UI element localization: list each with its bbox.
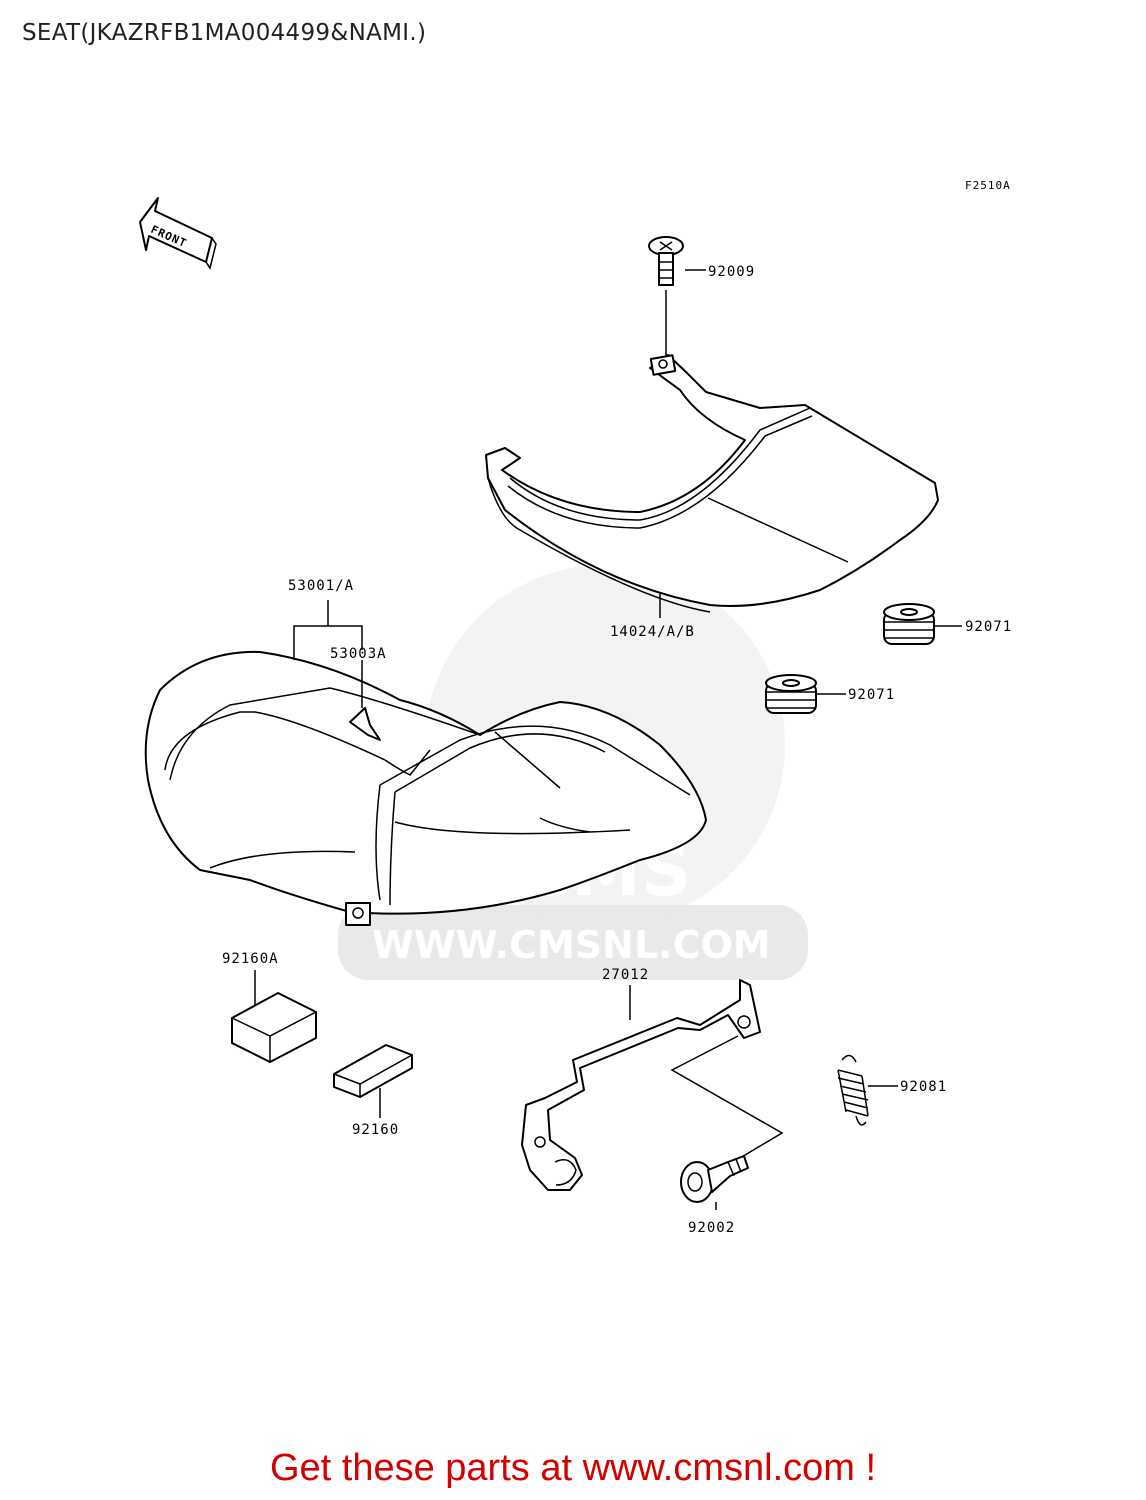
part-label-92160: 92160 bbox=[352, 1122, 399, 1138]
rear-cover-14024 bbox=[485, 354, 939, 618]
spring-92081 bbox=[837, 1054, 898, 1126]
part-label-92081: 92081 bbox=[900, 1079, 947, 1095]
part-label-92002: 92002 bbox=[688, 1220, 735, 1236]
damper-92071-a bbox=[883, 603, 962, 645]
part-label-92009: 92009 bbox=[708, 264, 755, 280]
pad-92160A bbox=[231, 970, 317, 1063]
part-label-92071-b: 92071 bbox=[848, 687, 895, 703]
part-label-14024: 14024/A/B bbox=[610, 624, 695, 640]
screw-92002 bbox=[680, 1155, 749, 1210]
footer-link[interactable]: Get these parts at www.cmsnl.com ! bbox=[269, 1447, 877, 1489]
part-label-92071-a: 92071 bbox=[965, 619, 1012, 635]
lock-bracket-27012 bbox=[521, 979, 784, 1191]
part-label-53001: 53001/A bbox=[288, 578, 354, 594]
page-title: SEAT(JKAZRFB1MA004499&NAMI.) bbox=[22, 20, 427, 46]
damper-92071-b bbox=[765, 674, 846, 714]
part-label-92160A: 92160A bbox=[222, 951, 279, 967]
watermark-url: WWW.CMSNL.COM bbox=[372, 923, 771, 967]
part-label-27012: 27012 bbox=[602, 967, 649, 983]
bolt-92009 bbox=[648, 236, 706, 360]
seat-53001 bbox=[144, 600, 707, 926]
front-arrow-icon: FRONT bbox=[139, 197, 217, 270]
diagram-code: F2510A bbox=[965, 179, 1011, 192]
part-label-53003: 53003A bbox=[330, 646, 387, 662]
pad-92160 bbox=[333, 1044, 413, 1118]
